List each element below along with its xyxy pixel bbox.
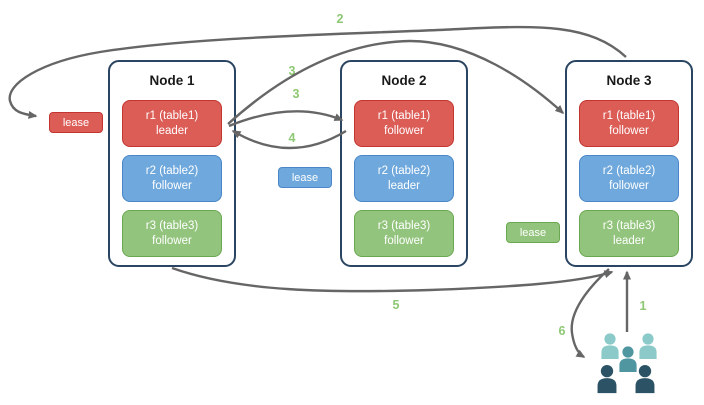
replica-name: r2 (table2) [377, 164, 431, 177]
arrow-step-2 [8, 25, 627, 119]
replica-name: r3 (table3) [602, 219, 656, 232]
node-2-replica-r2: r2 (table2) leader [354, 155, 454, 202]
node-1-replica-r2: r2 (table2) follower [122, 155, 222, 202]
replica-name: r1 (table1) [602, 109, 656, 122]
replica-name: r2 (table2) [145, 164, 199, 177]
node-3-replica-r2: r2 (table2) follower [579, 155, 679, 202]
step-label-2: 2 [336, 12, 344, 26]
step-label-3a: 3 [288, 64, 296, 78]
replica-role: follower [152, 234, 192, 247]
step-label-3b: 3 [292, 87, 300, 101]
node-3-replica-r1: r1 (table1) follower [579, 100, 679, 147]
node-2-box: Node 2 r1 (table1) follower r2 (table2) … [340, 60, 468, 267]
step-label-5: 5 [392, 298, 400, 312]
node-1-replica-r1: r1 (table1) leader [122, 100, 222, 147]
node-3-replica-r3: r3 (table3) leader [579, 210, 679, 257]
replica-name: r1 (table1) [145, 109, 199, 122]
replica-name: r3 (table3) [377, 219, 431, 232]
replica-role: follower [609, 179, 649, 192]
replica-name: r1 (table1) [377, 109, 431, 122]
users-group-icon [597, 333, 657, 394]
replica-role: follower [384, 234, 424, 247]
arrow-step-6 [570, 268, 610, 359]
lease-badge-red: lease [49, 112, 103, 133]
arrow-step-3-to-node2 [228, 110, 344, 128]
step-label-4: 4 [288, 131, 296, 145]
node-3-box: Node 3 r1 (table1) follower r2 (table2) … [565, 60, 693, 267]
node-3-title: Node 3 [606, 73, 652, 88]
node-2-title: Node 2 [381, 73, 427, 88]
replica-name: r2 (table2) [602, 164, 656, 177]
replica-role: follower [609, 124, 649, 137]
step-label-6: 6 [558, 324, 566, 338]
replica-role: leader [388, 179, 420, 192]
replica-role: follower [152, 179, 192, 192]
node-1-replica-r3: r3 (table3) follower [122, 210, 222, 257]
node-2-replica-r1: r1 (table1) follower [354, 100, 454, 147]
lease-badge-green: lease [506, 222, 560, 243]
replica-role: leader [613, 234, 645, 247]
replica-role: follower [384, 124, 424, 137]
node-1-title: Node 1 [149, 73, 195, 88]
step-label-1: 1 [639, 299, 647, 313]
replica-name: r3 (table3) [145, 219, 199, 232]
node-2-replica-r3: r3 (table3) follower [354, 210, 454, 257]
node-1-box: Node 1 r1 (table1) leader r2 (table2) fo… [108, 60, 236, 267]
replica-role: leader [156, 124, 188, 137]
arrow-step-5 [171, 266, 614, 293]
lease-badge-blue: lease [278, 167, 332, 188]
